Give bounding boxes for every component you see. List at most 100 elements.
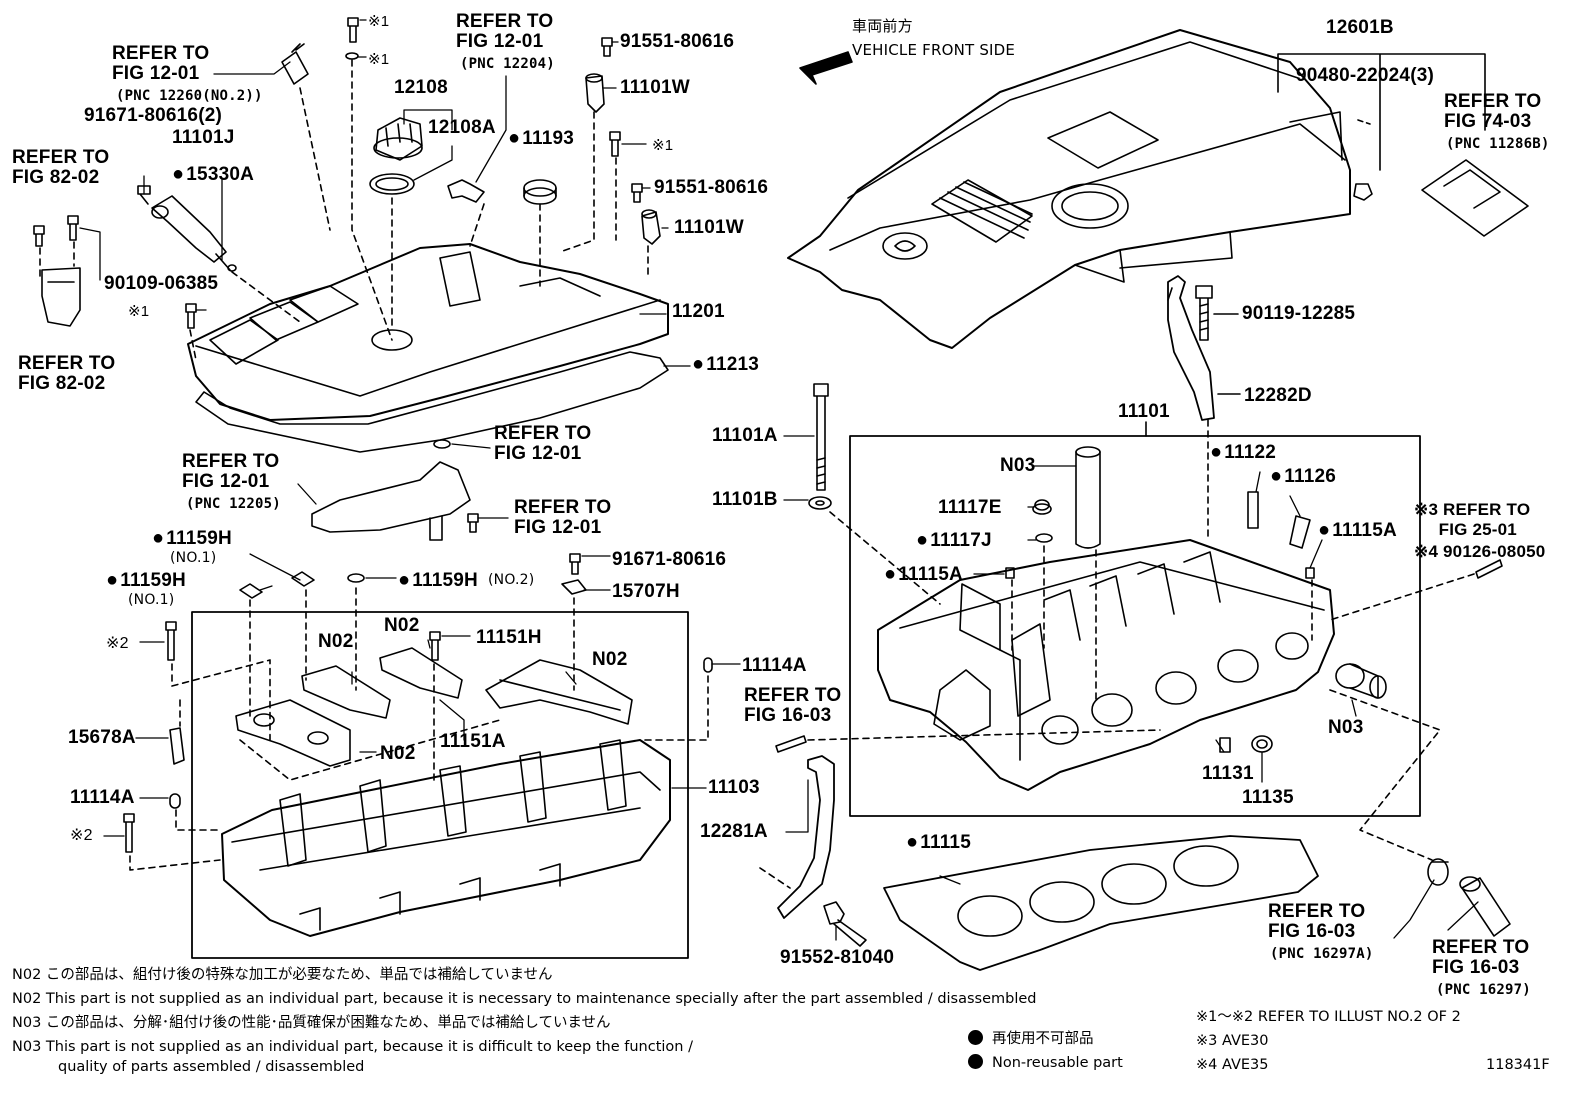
label-11101W-top: 11101W [620, 77, 690, 98]
label-11114A-right: 11114A [742, 655, 807, 676]
washer-11117J-part [1035, 533, 1053, 543]
sensor-15678A-part [169, 727, 185, 765]
plug-11131-part [1219, 737, 1231, 753]
label-refer-8202-bot: REFER TO FIG 82-02 [18, 353, 116, 394]
label-pnc-12260: (PNC 12260(NO.2)) [116, 88, 263, 104]
note-n03-en1: N03 This part is not supplied as an indi… [12, 1039, 693, 1055]
label-11117J: 11117J [916, 530, 992, 551]
label-refer-2501: ※3 REFER TO FIG 25-01 [1414, 500, 1531, 539]
leader-lines [79, 19, 1479, 941]
bolt-left-b [67, 215, 79, 241]
bearing-cap-d-part [485, 659, 633, 725]
label-11117E: 11117E [938, 497, 1002, 518]
label-refer-12205: REFER TO FIG 12-01 [182, 451, 280, 492]
pin-11115A-left [1005, 567, 1015, 579]
label-11213: 11213 [692, 354, 759, 375]
plate-11159H-b [291, 571, 315, 587]
label-refer-1201-b: REFER TO FIG 12-01 [494, 423, 592, 464]
label-11103: 11103 [708, 777, 760, 798]
plug-11122-part [1247, 491, 1259, 529]
figure-id: 118341F [1486, 1057, 1550, 1073]
bolt-90119-part [1195, 285, 1213, 341]
vehicle-front-arrow [799, 51, 853, 85]
legend-nonreusable-en: Non-reusable part [968, 1054, 1123, 1072]
sensor-11101W-top [585, 73, 605, 113]
label-490126: ※4 90126-08050 [1414, 542, 1546, 561]
label-refer-1603-c: REFER TO FIG 16-03 [1432, 937, 1530, 978]
oil-baffle-part [311, 461, 471, 541]
label-11159H-left: 11159H [106, 570, 186, 591]
footnote-x1-x2: ※1～※2 REFER TO ILLUST NO.2 OF 2 [1196, 1009, 1461, 1025]
pcv-valve-part [447, 179, 485, 203]
label-11193: 11193 [508, 128, 574, 149]
bolt-x2-a-part [165, 621, 177, 661]
label-11101J: 11101J [172, 127, 235, 148]
label-pnc-16297: (PNC 16297) [1436, 982, 1531, 998]
label-91551-mid: 91551-80616 [654, 177, 769, 198]
bolt-91671-mid-part [569, 553, 581, 575]
label-refer-7403: REFER TO FIG 74-03 [1444, 91, 1542, 132]
bolt-91551-mid [631, 183, 643, 203]
label-refer-1603-a: REFER TO FIG 16-03 [744, 685, 842, 726]
label-11135: 11135 [1242, 787, 1294, 808]
label-91671-2: 91671-80616(2) [84, 105, 223, 126]
note-n02-en: N02 This part is not supplied as an indi… [12, 991, 1037, 1007]
seal-11193-part [523, 179, 557, 205]
label-11115A-left: 11115A [884, 564, 963, 585]
label-91552: 91552-81040 [780, 947, 895, 968]
label-11101W-mid: 11101W [674, 217, 744, 238]
label-N02-c: N02 [592, 649, 628, 670]
bolt-x1-left [185, 303, 197, 329]
label-11101B: 11101B [712, 489, 778, 510]
bearing-cap-b-part [301, 665, 391, 719]
bearing-cap-a-part [235, 699, 351, 767]
label-x2-a: ※2 [106, 635, 129, 652]
label-11131: 11131 [1202, 763, 1254, 784]
bolt-x1-right [609, 131, 621, 157]
gasket-11115-part [883, 835, 1319, 971]
bolt-11101A-part [813, 383, 829, 491]
label-12108: 12108 [394, 77, 448, 98]
sensor-11101W-mid [641, 209, 661, 245]
label-N03-top: N03 [1000, 455, 1036, 476]
bolt-x1-top [345, 17, 359, 60]
bolt-baffle-part [467, 513, 479, 533]
oring-11114A-right [703, 657, 713, 673]
vehicle-front-jp-label: 車両前方 [852, 17, 913, 35]
label-x1-top: ※1 [368, 13, 390, 30]
cam-housing-11103-part [221, 739, 671, 937]
tube-N03-part [1075, 446, 1101, 549]
label-x1-left: ※1 [128, 303, 150, 320]
label-91551-top: 91551-80616 [620, 31, 735, 52]
bearing-cap-c-part [379, 647, 463, 699]
label-x1-washer: ※1 [368, 51, 390, 68]
label-11101A: 11101A [712, 425, 778, 446]
legend-en-text: Non-reusable part [992, 1055, 1123, 1071]
washer-11101B-part [808, 496, 832, 510]
hose-12260-part [281, 43, 309, 85]
label-90119: 90119-12285 [1242, 303, 1356, 324]
vehicle-front-en-label: VEHICLE FRONT SIDE [852, 41, 1016, 59]
label-11122: 11122 [1210, 442, 1276, 463]
head-dashed-guides [759, 419, 1475, 889]
label-11159H-no2: 11159H [398, 570, 478, 591]
oring-11114A-left [169, 793, 181, 809]
hose-16297-part [1459, 876, 1511, 937]
label-15330A: 15330A [172, 164, 254, 185]
bracket-left-part [41, 267, 81, 327]
bolt-11151H-part [429, 631, 441, 661]
label-N02-a: N02 [318, 631, 354, 652]
bolt-left-a [33, 225, 45, 247]
label-x2-b: ※2 [70, 827, 93, 844]
bolt-x2-b-part [123, 813, 135, 853]
label-11101: 11101 [1118, 401, 1170, 422]
note-n03-en2: quality of parts assembled / disassemble… [58, 1059, 365, 1075]
label-12108A: 12108A [428, 117, 496, 138]
plate-11159H-a [239, 583, 263, 599]
nonreusable-dot-icon [968, 1054, 983, 1069]
guide-12281A-part [777, 755, 835, 919]
pin-11126-part [1289, 515, 1311, 549]
gasket-11213-part [195, 351, 669, 453]
label-pnc-16297A: (PNC 16297A) [1270, 946, 1374, 962]
